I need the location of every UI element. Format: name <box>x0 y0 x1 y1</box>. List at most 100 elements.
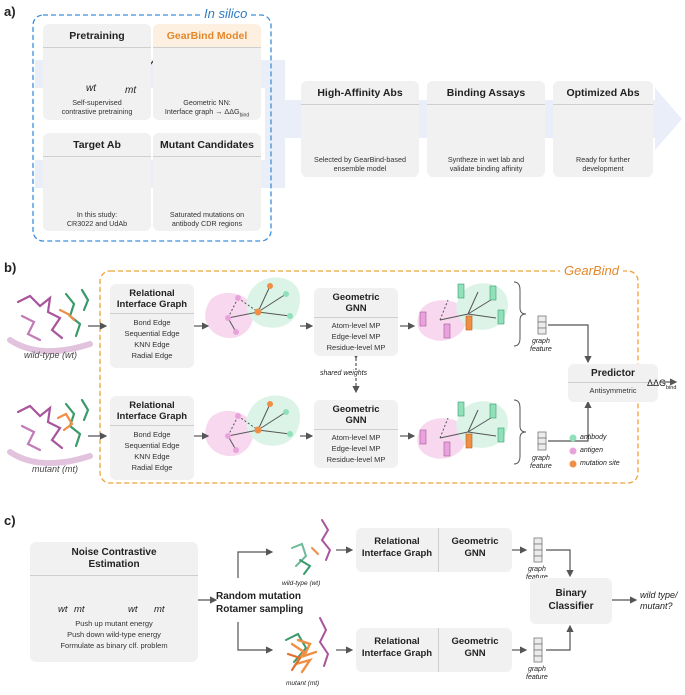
high-affinity-card: High-Affinity Abs <box>301 81 419 177</box>
c-wt-structure-icon <box>291 519 332 575</box>
high-affinity-sub1: Selected by GearBind-based <box>314 155 406 164</box>
gearbind-model-card: GearBind Model <box>153 24 261 120</box>
high-affinity-title: High-Affinity Abs <box>301 81 419 105</box>
nce-title1: Noise Contrastive <box>71 547 157 558</box>
c-rig2-wt: Interface Graph <box>361 548 433 559</box>
pretraining-mt: mt <box>125 85 137 96</box>
c-rig1-mt: Relational <box>374 636 420 647</box>
shared-weights-label: shared weights <box>318 370 370 377</box>
c-rig-mt: Relational Interface Graph <box>356 636 438 660</box>
classifier1: Binary <box>555 588 587 599</box>
mutation-sampling-label: Random mutation Rotamer sampling <box>216 590 303 616</box>
panel-b-label: b) <box>4 260 17 275</box>
gnn-mps-mt: Atom-level MP Edge-level MP Residue-leve… <box>314 430 398 465</box>
gnn-title-wt: Geometric GNN <box>314 288 398 318</box>
c-rig1-wt: Relational <box>374 536 420 547</box>
knn-edge: KNN Edge <box>134 452 170 461</box>
optimized-abs-sub1: Ready for further <box>576 155 630 164</box>
pretraining-title: Pretraining <box>43 24 151 48</box>
rig-title-wt: Relational Interface Graph <box>110 284 194 314</box>
gearbind-model-sub1: Geometric NN: <box>183 98 231 107</box>
c-rig-wt: Relational Interface Graph <box>356 536 438 560</box>
feature-vector-wt <box>537 315 547 335</box>
c-graph-feature-mt: graph feature <box>526 666 548 682</box>
graph-word-mt: graph <box>531 455 550 462</box>
c-wt-label: wild-type (wt) <box>282 580 321 587</box>
rotamer-sampling: Rotamer sampling <box>216 604 304 615</box>
mutant-candidates-card: Mutant Candidates <box>153 133 261 231</box>
binding-assays-sub: Syntheze in wet lab and validate binding… <box>427 155 545 173</box>
legend-mutation-site: mutation site <box>580 460 620 467</box>
c-gnn2-mt: GNN <box>464 648 486 659</box>
panel-c-label: c) <box>4 513 16 528</box>
feature-graph-mt <box>417 401 508 459</box>
mutant-candidates-sub1: Saturated mutations on <box>169 210 245 219</box>
gearbind-label: GearBind <box>560 263 623 278</box>
gearbind-model-sub: Geometric NN: Interface graph → ΔΔGbind <box>153 98 261 120</box>
sequential-edge: Sequential Edge <box>124 441 180 450</box>
c-gnn-wt: Geometric GNN <box>438 536 512 560</box>
atom-level-mp: Atom-level MP <box>331 433 381 442</box>
high-affinity-sub2: ensemble model <box>333 164 387 173</box>
mutant-candidates-sub2: antibody CDR regions <box>171 219 243 228</box>
gnn-mps-wt: Atom-level MP Edge-level MP Residue-leve… <box>314 318 398 353</box>
rig-title1-wt: Relational <box>129 288 175 299</box>
gnn-card-wt: Geometric GNN Atom-level MP Edge-level M… <box>314 288 398 356</box>
radial-edge: Radial Edge <box>131 463 173 472</box>
binary-classifier-title: Binary Classifier <box>530 578 612 613</box>
feature-graph-wt <box>417 283 508 341</box>
pretraining-sub: Self-supervised contrastive pretraining <box>43 98 151 116</box>
gnn-title1-wt: Geometric <box>332 292 380 303</box>
gearbind-model-ddg-sub: bind <box>239 112 250 119</box>
gearbind-model-title: GearBind Model <box>153 24 261 48</box>
target-ab-card: Target Ab <box>43 133 151 231</box>
residue-level-mp: Residue-level MP <box>326 455 386 464</box>
c-mt-structure-icon <box>285 617 330 674</box>
rig-title2-mt: Interface Graph <box>116 411 188 422</box>
nce-mt: mt <box>74 604 85 615</box>
rig-edges-mt: Bond Edge Sequential Edge KNN Edge Radia… <box>110 426 194 473</box>
c-divider-wt <box>438 528 439 572</box>
rig-card-mt: Relational Interface Graph Bond Edge Seq… <box>110 396 194 480</box>
c-feature-vector-wt <box>533 537 543 563</box>
interface-graph-mt <box>205 395 300 457</box>
binding-assays-sub2: validate binding affinity <box>449 164 523 173</box>
target-ab-title: Target Ab <box>43 133 151 157</box>
optimized-abs-sub2: development <box>582 164 624 173</box>
c-model-card-wt <box>356 528 512 572</box>
feature-vector-mt <box>537 431 547 451</box>
gnn-card-mt: Geometric GNN Atom-level MP Edge-level M… <box>314 400 398 468</box>
legend-antibody-dot <box>569 434 577 442</box>
residue-level-mp: Residue-level MP <box>326 343 386 352</box>
binding-assays-sub1: Syntheze in wet lab and <box>447 155 525 164</box>
legend-antigen-dot <box>569 447 577 455</box>
graph-feature-label-wt: graph feature <box>530 338 552 354</box>
feature-word-mt: feature <box>530 463 552 470</box>
legend-antigen: antigen <box>580 447 603 454</box>
random-mutation: Random mutation <box>216 591 301 602</box>
c-gnn2-wt: GNN <box>464 548 486 559</box>
nce-line-2: Push down wild-type energy <box>67 630 161 639</box>
c-graph-feature-wt: graph feature <box>526 566 548 582</box>
b-wt-label: wild-type (wt) <box>24 350 78 360</box>
legend-mutation-dot <box>569 460 577 468</box>
gearbind-model-sub2: Interface graph → ΔΔGbind <box>153 107 261 120</box>
c-feature-vector-mt <box>533 637 543 663</box>
rig-card-wt: Relational Interface Graph Bond Edge Seq… <box>110 284 194 368</box>
atom-level-mp: Atom-level MP <box>331 321 381 330</box>
c-gnn-mt: Geometric GNN <box>438 636 512 660</box>
in-silico-box <box>32 14 272 242</box>
gnn-title2-mt: GNN <box>345 415 367 426</box>
classifier2: Classifier <box>548 601 594 612</box>
mutant-candidates-sub: Saturated mutations on antibody CDR regi… <box>153 210 261 228</box>
legend-antibody: antibody <box>580 434 607 441</box>
gnn-title-mt: Geometric GNN <box>314 400 398 430</box>
binary-classifier-card: Binary Classifier <box>530 578 612 624</box>
optimized-abs-card: Optimized Abs <box>553 81 653 177</box>
rig-title2-wt: Interface Graph <box>116 299 188 310</box>
b-mt-label: mutant (mt) <box>32 464 79 474</box>
brace-wt <box>513 281 527 347</box>
pretraining-sub1: Self-supervised <box>72 98 122 107</box>
feature-word-wt: feature <box>530 346 552 353</box>
rig-edges-wt: Bond Edge Sequential Edge KNN Edge Radia… <box>110 314 194 361</box>
